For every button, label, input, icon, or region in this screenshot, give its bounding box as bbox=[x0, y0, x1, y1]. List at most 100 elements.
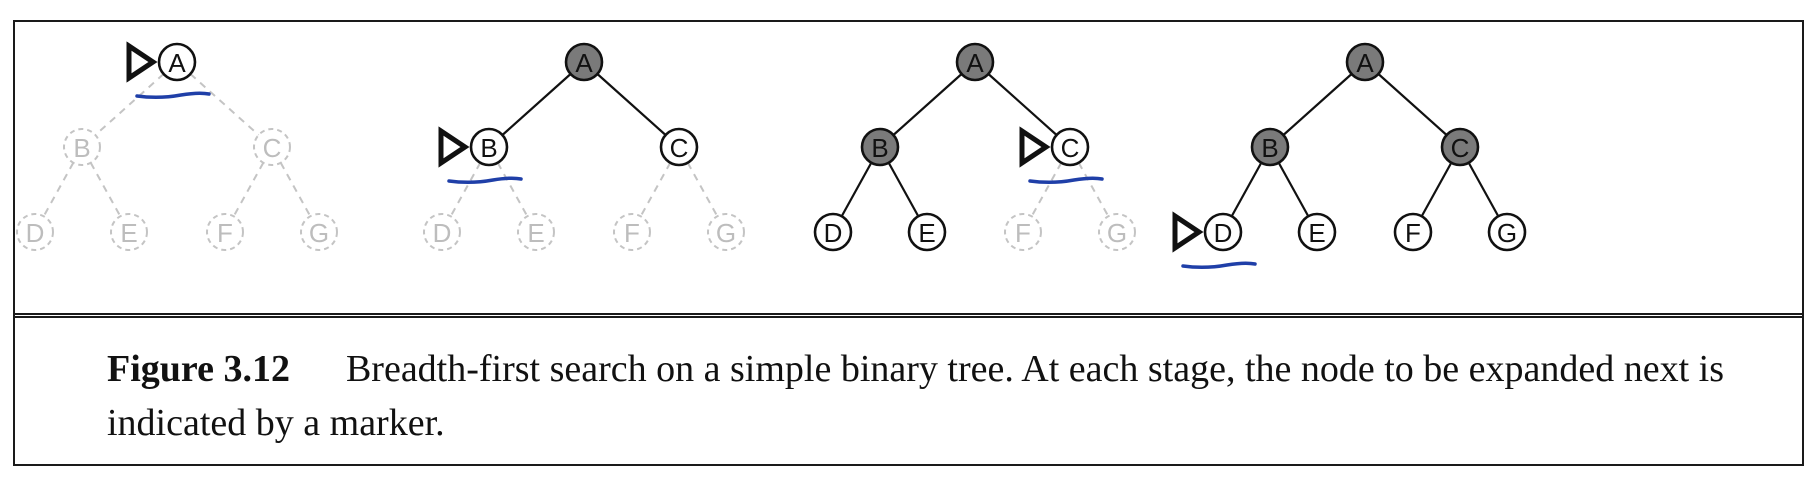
next-node-marker-icon bbox=[1019, 126, 1051, 168]
node-label: C bbox=[670, 133, 689, 163]
edge-C-G bbox=[279, 162, 312, 217]
edge-B-E bbox=[1277, 162, 1310, 217]
edge-A-C bbox=[1377, 73, 1448, 136]
edge-C-F bbox=[232, 162, 265, 217]
node-F-unseen: F bbox=[613, 213, 651, 251]
edge-C-F bbox=[1030, 162, 1063, 217]
stage-1: A B C D E F G bbox=[16, 41, 338, 251]
node-label: G bbox=[309, 218, 329, 248]
node-label: A bbox=[966, 48, 984, 78]
node-label: B bbox=[480, 133, 497, 163]
node-D-frontier: D bbox=[1203, 212, 1243, 252]
node-label: E bbox=[918, 218, 935, 248]
node-circle bbox=[1487, 212, 1527, 252]
node-circle bbox=[1050, 127, 1090, 167]
stage-4: A B C D E F G bbox=[1172, 42, 1527, 270]
node-circle bbox=[1297, 212, 1337, 252]
node-E-frontier: E bbox=[1297, 212, 1337, 252]
node-label: B bbox=[73, 133, 90, 163]
node-C-frontier: C bbox=[659, 127, 699, 167]
figure-label: Figure 3.12 bbox=[107, 348, 290, 390]
node-label: C bbox=[1061, 133, 1080, 163]
node-B-unseen: B bbox=[63, 128, 101, 166]
node-circle bbox=[1004, 213, 1042, 251]
handwritten-underline bbox=[1181, 261, 1257, 270]
node-label: D bbox=[26, 218, 45, 248]
node-label: A bbox=[168, 48, 186, 78]
node-G-unseen: G bbox=[300, 213, 338, 251]
edge-A-B bbox=[892, 73, 963, 136]
node-label: C bbox=[1451, 133, 1470, 163]
node-circle bbox=[423, 213, 461, 251]
node-circle bbox=[659, 127, 699, 167]
node-label: G bbox=[1107, 218, 1127, 248]
node-A-expanded: A bbox=[564, 42, 604, 82]
node-G-frontier: G bbox=[1487, 212, 1527, 252]
node-C-expanded: C bbox=[1440, 127, 1480, 167]
node-label: B bbox=[1261, 133, 1278, 163]
edge-C-G bbox=[686, 162, 719, 217]
node-circle bbox=[907, 212, 947, 252]
node-F-unseen: F bbox=[206, 213, 244, 251]
edge-A-C bbox=[596, 73, 667, 136]
node-B-expanded: B bbox=[860, 127, 900, 167]
node-A-expanded: A bbox=[955, 42, 995, 82]
node-E-unseen: E bbox=[110, 213, 148, 251]
edge-B-E bbox=[89, 162, 122, 217]
node-D-unseen: D bbox=[423, 213, 461, 251]
handwritten-underline bbox=[1028, 176, 1104, 185]
node-circle bbox=[206, 213, 244, 251]
edge-B-E bbox=[496, 162, 529, 217]
node-label: A bbox=[1356, 48, 1374, 78]
edge-B-D bbox=[449, 162, 482, 217]
node-B-frontier: B bbox=[469, 127, 509, 167]
node-label: E bbox=[527, 218, 544, 248]
node-E-frontier: E bbox=[907, 212, 947, 252]
node-A-expanded: A bbox=[1345, 42, 1385, 82]
node-E-unseen: E bbox=[517, 213, 555, 251]
edge-A-B bbox=[94, 73, 165, 136]
handwritten-underline bbox=[135, 91, 211, 100]
edge-A-C bbox=[189, 73, 260, 136]
edge-C-F bbox=[1420, 162, 1453, 217]
edge-C-F bbox=[639, 162, 672, 217]
node-F-frontier: F bbox=[1393, 212, 1433, 252]
figure-frame: A B C D E F G A B C D E F G A B C D E F G A B C D E F G Figure 3.12… bbox=[13, 20, 1804, 466]
node-label: D bbox=[433, 218, 452, 248]
node-label: G bbox=[1497, 218, 1517, 248]
node-F-unseen: F bbox=[1004, 213, 1042, 251]
node-circle bbox=[157, 42, 197, 82]
node-label: D bbox=[824, 218, 843, 248]
node-G-unseen: G bbox=[1098, 213, 1136, 251]
node-circle bbox=[469, 127, 509, 167]
edge-B-D bbox=[1230, 162, 1263, 217]
node-label: F bbox=[624, 218, 640, 248]
node-circle bbox=[110, 213, 148, 251]
node-D-frontier: D bbox=[813, 212, 853, 252]
node-label: F bbox=[1015, 218, 1031, 248]
edge-A-C bbox=[987, 73, 1058, 136]
edge-C-G bbox=[1467, 162, 1500, 217]
node-label: E bbox=[1308, 218, 1325, 248]
node-C-frontier: C bbox=[1050, 127, 1090, 167]
edge-A-B bbox=[501, 73, 572, 136]
node-label: B bbox=[871, 133, 888, 163]
caption-separator bbox=[15, 313, 1802, 318]
node-circle bbox=[1440, 127, 1480, 167]
node-circle bbox=[253, 128, 291, 166]
stage-3: A B C D E F G bbox=[813, 42, 1136, 252]
node-circle bbox=[300, 213, 338, 251]
node-circle bbox=[16, 213, 54, 251]
handwritten-underline bbox=[447, 176, 523, 185]
next-node-marker-icon bbox=[126, 41, 158, 83]
node-label: E bbox=[120, 218, 137, 248]
node-label: C bbox=[263, 133, 282, 163]
node-circle bbox=[1250, 127, 1290, 167]
node-circle bbox=[1098, 213, 1136, 251]
node-circle bbox=[955, 42, 995, 82]
node-label: G bbox=[716, 218, 736, 248]
next-node-marker-icon bbox=[1172, 211, 1204, 253]
node-circle bbox=[1393, 212, 1433, 252]
node-label: D bbox=[1214, 218, 1233, 248]
